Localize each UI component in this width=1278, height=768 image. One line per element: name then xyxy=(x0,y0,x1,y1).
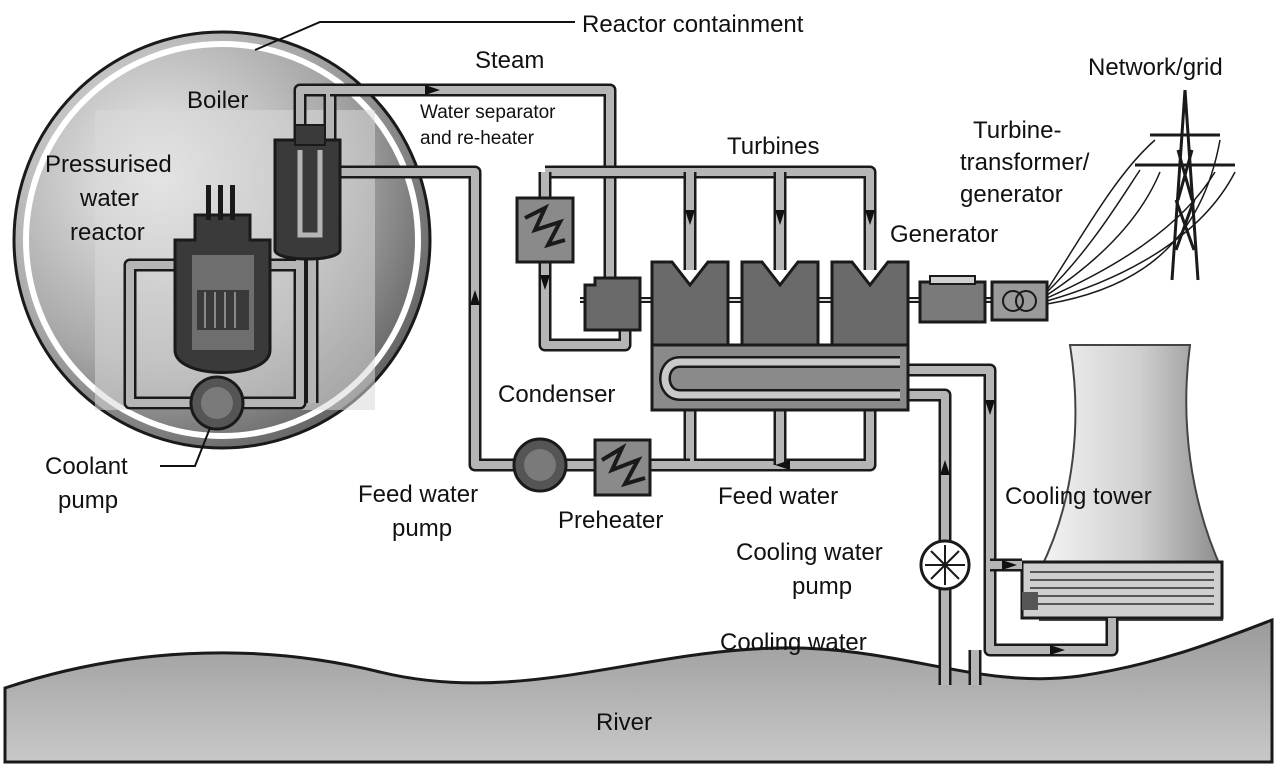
label-boiler: Boiler xyxy=(187,87,248,114)
label-river: River xyxy=(596,709,652,736)
label-pressurised-1: Pressurised xyxy=(45,151,172,178)
pipe-network xyxy=(123,83,1119,685)
feed-water-pump xyxy=(512,437,568,493)
label-cooling-water-pump-2: pump xyxy=(792,573,852,600)
label-feed-water-pump-1: Feed water xyxy=(358,481,478,508)
labels: Reactor containment Steam Network/grid B… xyxy=(45,11,1223,736)
turbines xyxy=(583,260,910,347)
transformer xyxy=(990,280,1049,322)
label-cooling-water: Cooling water xyxy=(720,629,867,656)
label-condenser: Condenser xyxy=(498,381,615,408)
river xyxy=(3,617,1274,764)
label-steam: Steam xyxy=(475,47,544,74)
label-pressurised-2: water xyxy=(79,185,139,212)
label-pressurised-3: reactor xyxy=(70,219,145,246)
condenser xyxy=(650,343,910,412)
label-feed-water: Feed water xyxy=(718,483,838,510)
reactor-vessel xyxy=(173,185,272,374)
label-network-grid: Network/grid xyxy=(1088,54,1223,81)
label-cooling-tower: Cooling tower xyxy=(1005,483,1152,510)
label-feed-water-pump-2: pump xyxy=(392,515,452,542)
label-turbines: Turbines xyxy=(727,133,819,160)
water-separator xyxy=(515,196,575,264)
label-turbine-transformer-2: transformer/ xyxy=(960,149,1090,176)
cooling-tower xyxy=(1020,344,1224,621)
label-turbine-transformer-3: generator xyxy=(960,181,1063,208)
leader-lines xyxy=(160,21,575,467)
boiler xyxy=(273,124,342,261)
generator xyxy=(918,275,987,324)
label-reactor-containment: Reactor containment xyxy=(582,11,804,38)
label-water-separator-1: Water separator xyxy=(420,102,556,123)
label-cooling-water-pump-1: Cooling water xyxy=(736,539,883,566)
label-coolant-pump-1: Coolant xyxy=(45,453,128,480)
label-turbine-transformer-1: Turbine- xyxy=(973,117,1061,144)
coolant-pump xyxy=(189,375,245,431)
preheater xyxy=(593,438,652,497)
power-pylon xyxy=(1046,89,1236,305)
flow-arrows xyxy=(425,85,1065,655)
label-generator: Generator xyxy=(890,221,998,248)
label-coolant-pump-2: pump xyxy=(58,487,118,514)
label-preheater: Preheater xyxy=(558,507,663,534)
cooling-water-pump xyxy=(919,539,971,591)
label-water-separator-2: and re-heater xyxy=(420,128,535,149)
